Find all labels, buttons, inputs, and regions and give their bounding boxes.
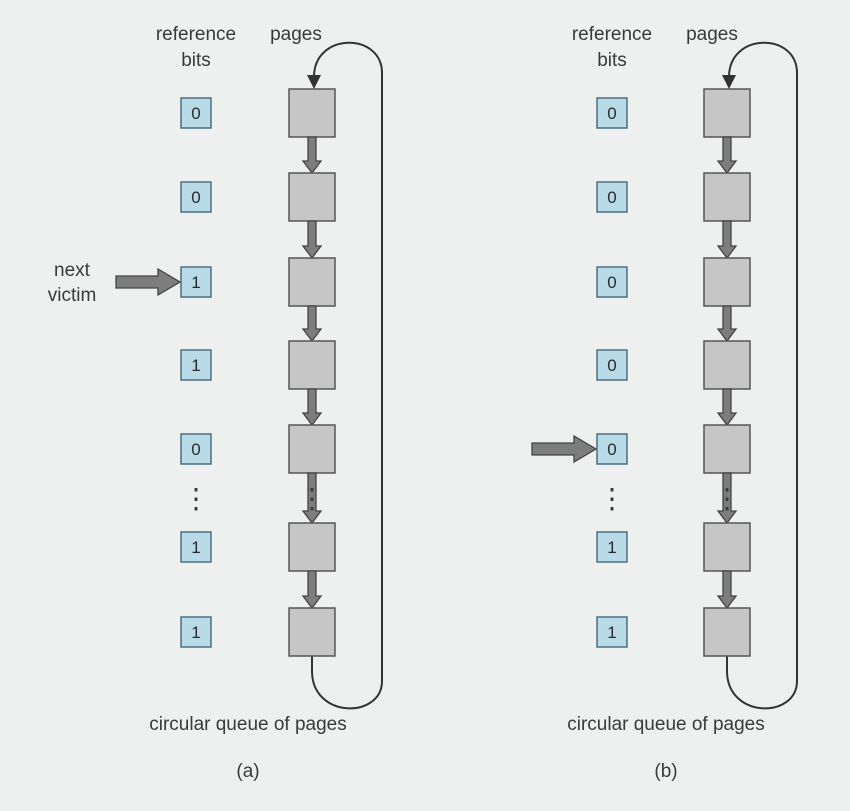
reference-bit-box — [596, 531, 628, 563]
reference-bit-box — [180, 616, 212, 648]
page-box — [703, 340, 751, 390]
reference-bit-value: 1 — [607, 538, 616, 557]
reference-bit-value: 1 — [191, 356, 200, 375]
reference-bit-value: 0 — [607, 356, 616, 375]
reference-bit-box — [596, 266, 628, 298]
pages-header: pages — [686, 24, 738, 45]
reference-bit-value: 0 — [191, 440, 200, 459]
page-link-arrow — [716, 570, 738, 610]
page-box — [703, 424, 751, 474]
pages-ellipsis: ⋮ — [713, 483, 741, 514]
page-box — [288, 340, 336, 390]
bits-ellipsis: ⋮ — [598, 483, 626, 514]
bits-ellipsis: ⋮ — [182, 483, 210, 514]
page-link-arrow — [301, 570, 323, 610]
reference-bit-value: 1 — [191, 623, 200, 642]
pages-header: pages — [270, 24, 322, 45]
reference-bit-value: 0 — [607, 273, 616, 292]
page-link-arrow — [716, 472, 738, 525]
reference-bit-value: 0 — [607, 440, 616, 459]
page-box — [703, 257, 751, 307]
page-link-arrow — [716, 220, 738, 260]
circular-queue-label: circular queue of pages — [149, 714, 347, 735]
pages-ellipsis: ⋮ — [298, 483, 326, 514]
page-box — [288, 424, 336, 474]
reference-bit-box — [596, 97, 628, 129]
reference-bits-header: reference — [572, 24, 652, 45]
page-box — [288, 607, 336, 657]
reference-bit-box — [180, 181, 212, 213]
reference-bit-box — [180, 349, 212, 381]
next-victim-label: next — [54, 260, 91, 281]
reference-bit-box — [596, 616, 628, 648]
reference-bit-box — [596, 349, 628, 381]
page-link-arrow — [301, 472, 323, 525]
reference-bit-box — [596, 433, 628, 465]
circular-queue-loop — [311, 41, 383, 710]
bits-header: bits — [597, 50, 627, 71]
reference-bit-value: 0 — [607, 188, 616, 207]
reference-bit-box — [180, 97, 212, 129]
page-link-arrow — [716, 136, 738, 175]
panel-caption: (a) — [236, 761, 259, 782]
bits-header: bits — [181, 50, 211, 71]
reference-bit-box — [180, 531, 212, 563]
page-box — [703, 88, 751, 138]
page-box — [288, 88, 336, 138]
panel-a: reference bits pages 0 0 1 1 0 1 1 ⋮ ⋮ next victim cir… — [48, 24, 383, 782]
circular-queue-label: circular queue of pages — [567, 714, 765, 735]
page-link-arrow — [716, 388, 738, 427]
next-victim-label: victim — [48, 285, 97, 306]
reference-bit-value: 0 — [191, 188, 200, 207]
loop-arrowhead — [307, 75, 321, 89]
reference-bits-header: reference — [156, 24, 236, 45]
reference-bit-value: 0 — [607, 104, 616, 123]
page-box — [288, 522, 336, 572]
page-box — [703, 607, 751, 657]
page-link-arrow — [716, 305, 738, 343]
panel-caption: (b) — [654, 761, 677, 782]
page-link-arrow — [301, 305, 323, 343]
clock-hand-arrow — [531, 434, 598, 464]
loop-arrowhead — [722, 75, 736, 89]
reference-bit-box — [180, 433, 212, 465]
reference-bit-value: 1 — [191, 538, 200, 557]
circular-queue-loop — [726, 41, 798, 710]
page-box — [288, 172, 336, 222]
page-link-arrow — [301, 136, 323, 175]
page-box — [703, 172, 751, 222]
page-link-arrow — [301, 220, 323, 260]
page-link-arrow — [301, 388, 323, 427]
reference-bit-value: 1 — [191, 273, 200, 292]
page-box — [703, 522, 751, 572]
panel-b: reference bits pages 0 0 0 0 0 1 1 ⋮ ⋮ circular queu… — [531, 24, 798, 782]
reference-bit-box — [596, 181, 628, 213]
reference-bit-value: 0 — [191, 104, 200, 123]
page-box — [288, 257, 336, 307]
reference-bit-value: 1 — [607, 623, 616, 642]
clock-hand-arrow — [115, 267, 182, 297]
